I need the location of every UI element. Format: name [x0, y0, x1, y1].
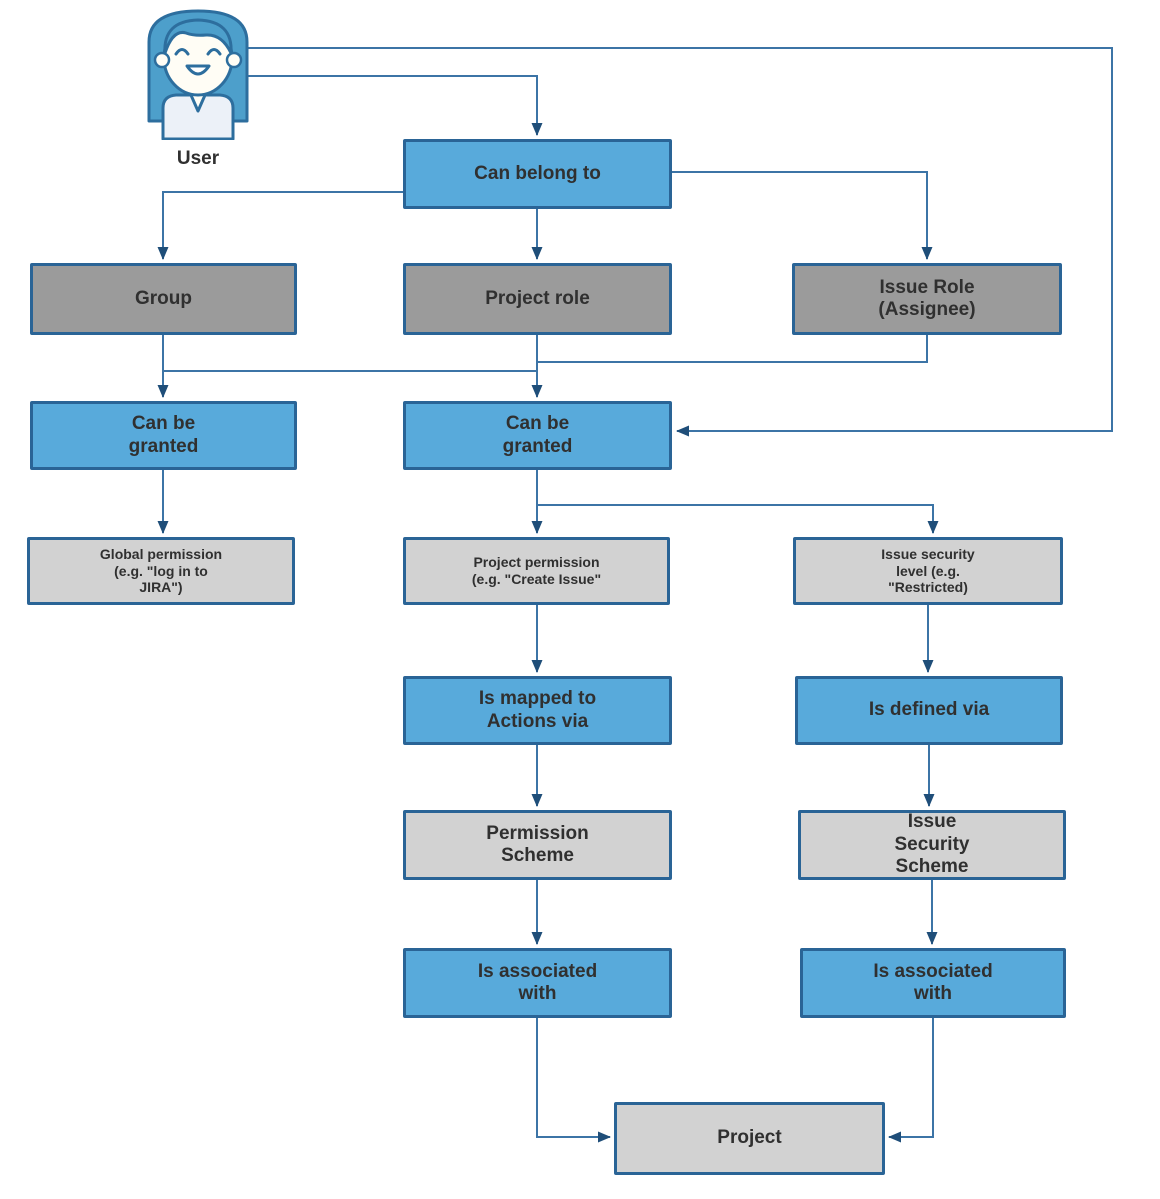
node-is-associated-with-right: Is associated with: [800, 948, 1066, 1018]
node-group: Group: [30, 263, 297, 335]
connector-is-associated-right-to-project: [888, 1018, 934, 1143]
node-project: Project: [614, 1102, 885, 1175]
user-label: User: [176, 148, 220, 169]
node-is-associated-with-left: Is associated with: [403, 948, 672, 1018]
connector-user-to-can-be-granted-middle: [228, 47, 1113, 437]
connector-is-associated-left-to-project: [536, 1018, 611, 1143]
node-is-mapped-to-actions-via: Is mapped to Actions via: [403, 676, 672, 745]
connector-issue-role-to-bus: [538, 335, 928, 363]
node-permission-scheme: Permission Scheme: [403, 810, 672, 880]
connector-user-to-can-belong-to: [228, 75, 543, 136]
node-is-defined-via: Is defined via: [795, 676, 1063, 745]
node-issue-security-scheme: Issue Security Scheme: [798, 810, 1066, 880]
node-issue-security-level: Issue security level (e.g. "Restricted): [793, 537, 1063, 605]
node-can-be-granted-left: Can be granted: [30, 401, 297, 470]
connector-can-belong-to-issue-role: [672, 171, 933, 260]
connector-can-be-granted-to-issue-security-level: [537, 504, 939, 534]
node-issue-role: Issue Role (Assignee): [792, 263, 1062, 335]
connector-can-belong-to-group: [157, 191, 403, 260]
node-project-role: Project role: [403, 263, 672, 335]
node-global-permission: Global permission (e.g. "log in to JIRA"…: [27, 537, 295, 605]
node-can-belong-to: Can belong to: [403, 139, 672, 209]
node-project-permission: Project permission (e.g. "Create Issue": [403, 537, 670, 605]
node-can-be-granted-middle: Can be granted: [403, 401, 672, 470]
user-avatar-icon: [147, 9, 249, 140]
